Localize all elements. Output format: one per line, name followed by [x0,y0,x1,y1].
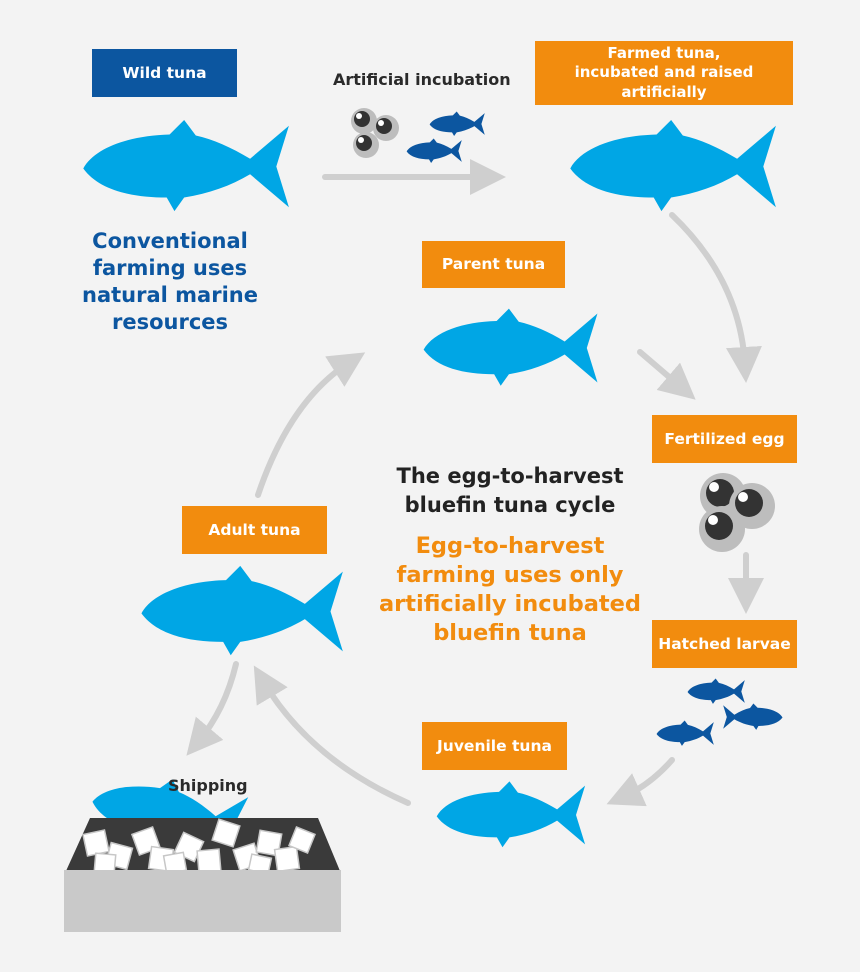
shipping-label: Shipping [168,776,248,795]
incubation-fish [406,138,462,163]
incubation-fish [429,111,485,136]
adult-tuna-fish [141,565,343,656]
incubation-eggs [351,108,399,158]
arrows [186,159,764,807]
artificial-incubation-label: Artificial incubation [333,70,511,89]
arrow-adult-to-parent [255,352,366,498]
cycle-subtitle: Egg-to-harvest farming uses only artific… [378,533,642,646]
hatched-larvae-label: Hatched larvae [652,620,797,668]
wild-tuna-label: Wild tuna [92,49,237,97]
fertilized-eggs [699,473,775,552]
conventional-farming-text: Conventional farming uses natural marine… [82,229,258,334]
ice-cubes [82,818,316,875]
wild-tuna-fish [83,119,289,212]
arrow-larvae-to-juvenile [606,757,675,807]
larva-fish [656,720,714,746]
parent-tuna-fish [423,308,598,386]
arrow-farmed-to-egg [669,212,762,383]
farmed-tuna-fish [570,119,776,212]
farmed-tuna-label: Farmed tuna, incubated and raised artifi… [535,41,793,105]
fertilized-egg-label: Fertilized egg [652,415,797,463]
cycle-title: The egg-to-harvest bluefin tuna cycle [396,464,624,517]
larva-fish [723,703,783,730]
arrow-adult-to-shipping [186,661,239,756]
larva-fish [687,678,745,704]
adult-tuna-label: Adult tuna [182,506,327,554]
juvenile-tuna-fish [436,781,586,848]
arrow-juvenile-to-adult [253,665,411,806]
shipping-box [64,766,341,932]
parent-tuna-label: Parent tuna [422,241,565,288]
arrow-parent-to-egg [637,349,696,400]
juvenile-tuna-label: Juvenile tuna [422,722,567,770]
